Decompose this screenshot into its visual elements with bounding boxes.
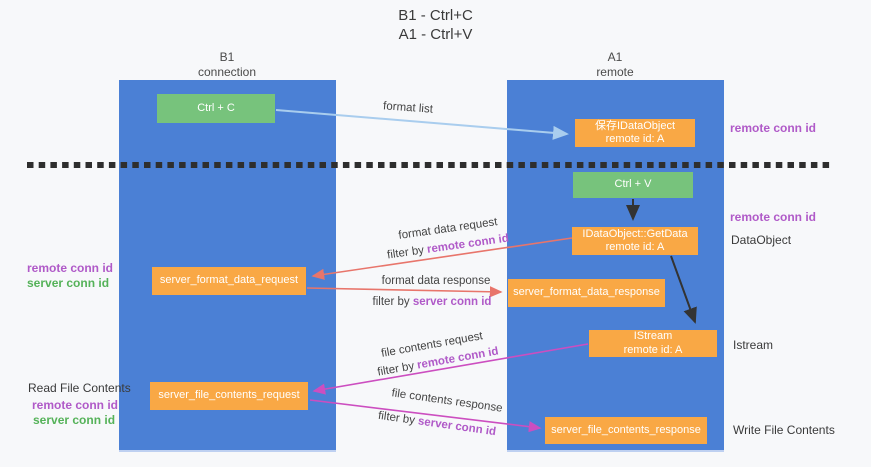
- ctrl-c-box: Ctrl + C: [157, 94, 275, 123]
- server-file-contents-request-label: server_file_contents_request: [158, 389, 300, 402]
- title-line-1: B1 - Ctrl+C: [398, 7, 473, 24]
- right-istream-label: Istream: [733, 338, 774, 352]
- server-file-contents-request-box: server_file_contents_request: [150, 382, 308, 410]
- getdata-box: IDataObject::GetData remote id: A: [572, 227, 698, 255]
- filter-by-text: filter by: [376, 359, 419, 379]
- arrow-format-data-response: [306, 286, 503, 298]
- save-dataobject-line1: 保存IDataObject: [594, 119, 676, 132]
- left-column-name: B1: [219, 50, 235, 64]
- format-data-response-filter-label: filter by server conn id: [373, 296, 492, 308]
- right-column-name: A1: [607, 50, 623, 64]
- server-format-data-response-label: server_format_data_response: [513, 286, 660, 299]
- right-dataobject-label: DataObject: [731, 233, 792, 247]
- format-list-label: format list: [382, 100, 434, 116]
- format-data-response-label: format data response: [381, 275, 491, 287]
- server-file-contents-response-label: server_file_contents_response: [551, 423, 701, 436]
- right-column-role: remote: [596, 64, 634, 79]
- left-read-file-contents-label: Read File Contents: [28, 381, 131, 395]
- istream-line2: remote id: A: [623, 343, 683, 356]
- istream-line1: IStream: [633, 330, 673, 343]
- server-file-contents-response-box: server_file_contents_response: [545, 417, 707, 444]
- left-server-conn-id-1: server conn id: [27, 276, 110, 290]
- file-contents-response-filter-label: filter by server conn id: [377, 410, 496, 438]
- left-remote-conn-id-1: remote conn id: [27, 261, 114, 275]
- left-column-role: connection: [197, 64, 257, 79]
- left-server-conn-id-2: server conn id: [33, 413, 116, 427]
- right-remote-conn-id-mid: remote conn id: [730, 210, 817, 224]
- right-write-file-contents-label: Write File Contents: [733, 423, 835, 437]
- ctrl-v-box: Ctrl + V: [573, 172, 693, 198]
- right-remote-conn-id-top: remote conn id: [730, 121, 817, 135]
- save-dataobject-line2: remote id: A: [605, 133, 665, 145]
- server-conn-id-highlight: server conn id: [412, 296, 492, 308]
- server-format-data-response-box: server_format_data_response: [508, 279, 665, 307]
- filter-by-text: filter by: [372, 296, 413, 308]
- right-column-header: A1 remote: [555, 50, 675, 79]
- left-column-header: B1 connection: [167, 50, 287, 79]
- left-remote-conn-id-2: remote conn id: [32, 398, 119, 412]
- server-conn-id-highlight: server conn id: [417, 415, 497, 439]
- filter-by-text: filter by: [377, 409, 419, 428]
- server-format-data-request-box: server_format_data_request: [152, 267, 306, 295]
- getdata-line2: remote id: A: [605, 241, 665, 253]
- title-line-2: A1 - Ctrl+V: [398, 26, 473, 44]
- filter-by-text: filter by: [386, 243, 428, 262]
- istream-box: IStream remote id: A: [589, 330, 717, 357]
- diagram-title: B1 - Ctrl+C A1 - Ctrl+V: [0, 6, 871, 44]
- file-contents-response-label: file contents response: [390, 387, 504, 415]
- ctrl-v-label: Ctrl + V: [614, 178, 652, 191]
- server-format-data-request-label: server_format_data_request: [159, 274, 299, 287]
- getdata-line1: IDataObject::GetData: [582, 227, 688, 240]
- ctrl-c-label: Ctrl + C: [197, 101, 235, 114]
- save-dataobject-box: 保存IDataObject remote id: A: [575, 119, 695, 147]
